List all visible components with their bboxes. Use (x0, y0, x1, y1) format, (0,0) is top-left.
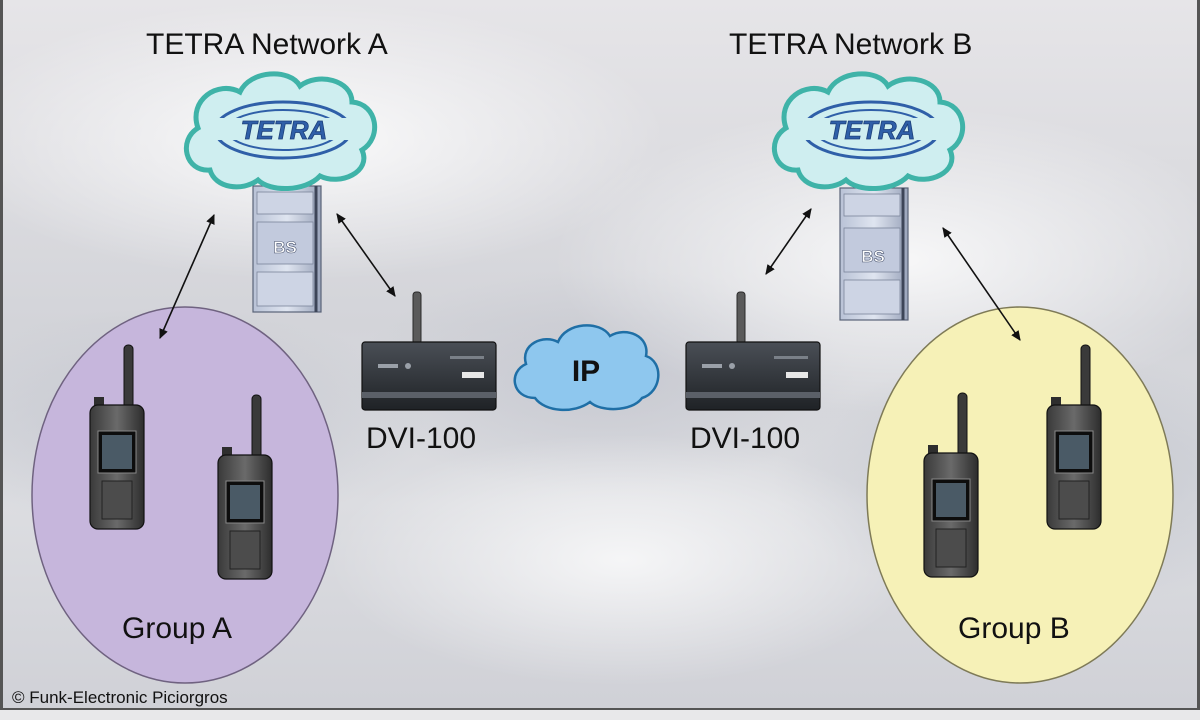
link-arrow-dvi-b-to-network-b (765, 208, 812, 275)
dvi-b-label: DVI-100 (690, 422, 801, 455)
radio-handset-group-b-2 (1046, 344, 1102, 530)
base-station-a: BS (252, 185, 322, 313)
frame-bottom-border (0, 708, 1200, 720)
dvi-100-gateway-b (685, 291, 821, 411)
copyright-credit: © Funk-Electronic Piciorgros (12, 688, 228, 707)
tetra-cloud-b: TETRA (771, 71, 966, 192)
link-arrow-bs-b-to-group-b (942, 227, 1021, 341)
network-a-title: TETRA Network A (146, 28, 388, 61)
group-b-label: Group B (958, 612, 1070, 645)
base-station-b: BS (839, 187, 909, 321)
bs-a-label: BS (273, 238, 297, 257)
bs-b-label: BS (861, 247, 885, 266)
dvi-100-gateway-a (361, 291, 497, 411)
link-arrow-group-a-to-network-a (159, 213, 215, 340)
tetra-cloud-a: TETRA (183, 71, 378, 192)
network-b-title: TETRA Network B (729, 28, 973, 61)
ip-cloud-label: IP (572, 355, 600, 388)
radio-handset-group-a-2 (217, 394, 273, 580)
dvi-a-label: DVI-100 (366, 422, 477, 455)
link-arrow-bs-a-to-dvi-a (336, 213, 396, 297)
radio-handset-group-b-1 (923, 392, 979, 578)
ip-cloud: IP (513, 324, 660, 412)
group-a-label: Group A (122, 612, 233, 645)
tetra-logo-a: TETRA (241, 115, 328, 145)
tetra-logo-b: TETRA (829, 115, 916, 145)
radio-handset-group-a-1 (89, 344, 145, 530)
